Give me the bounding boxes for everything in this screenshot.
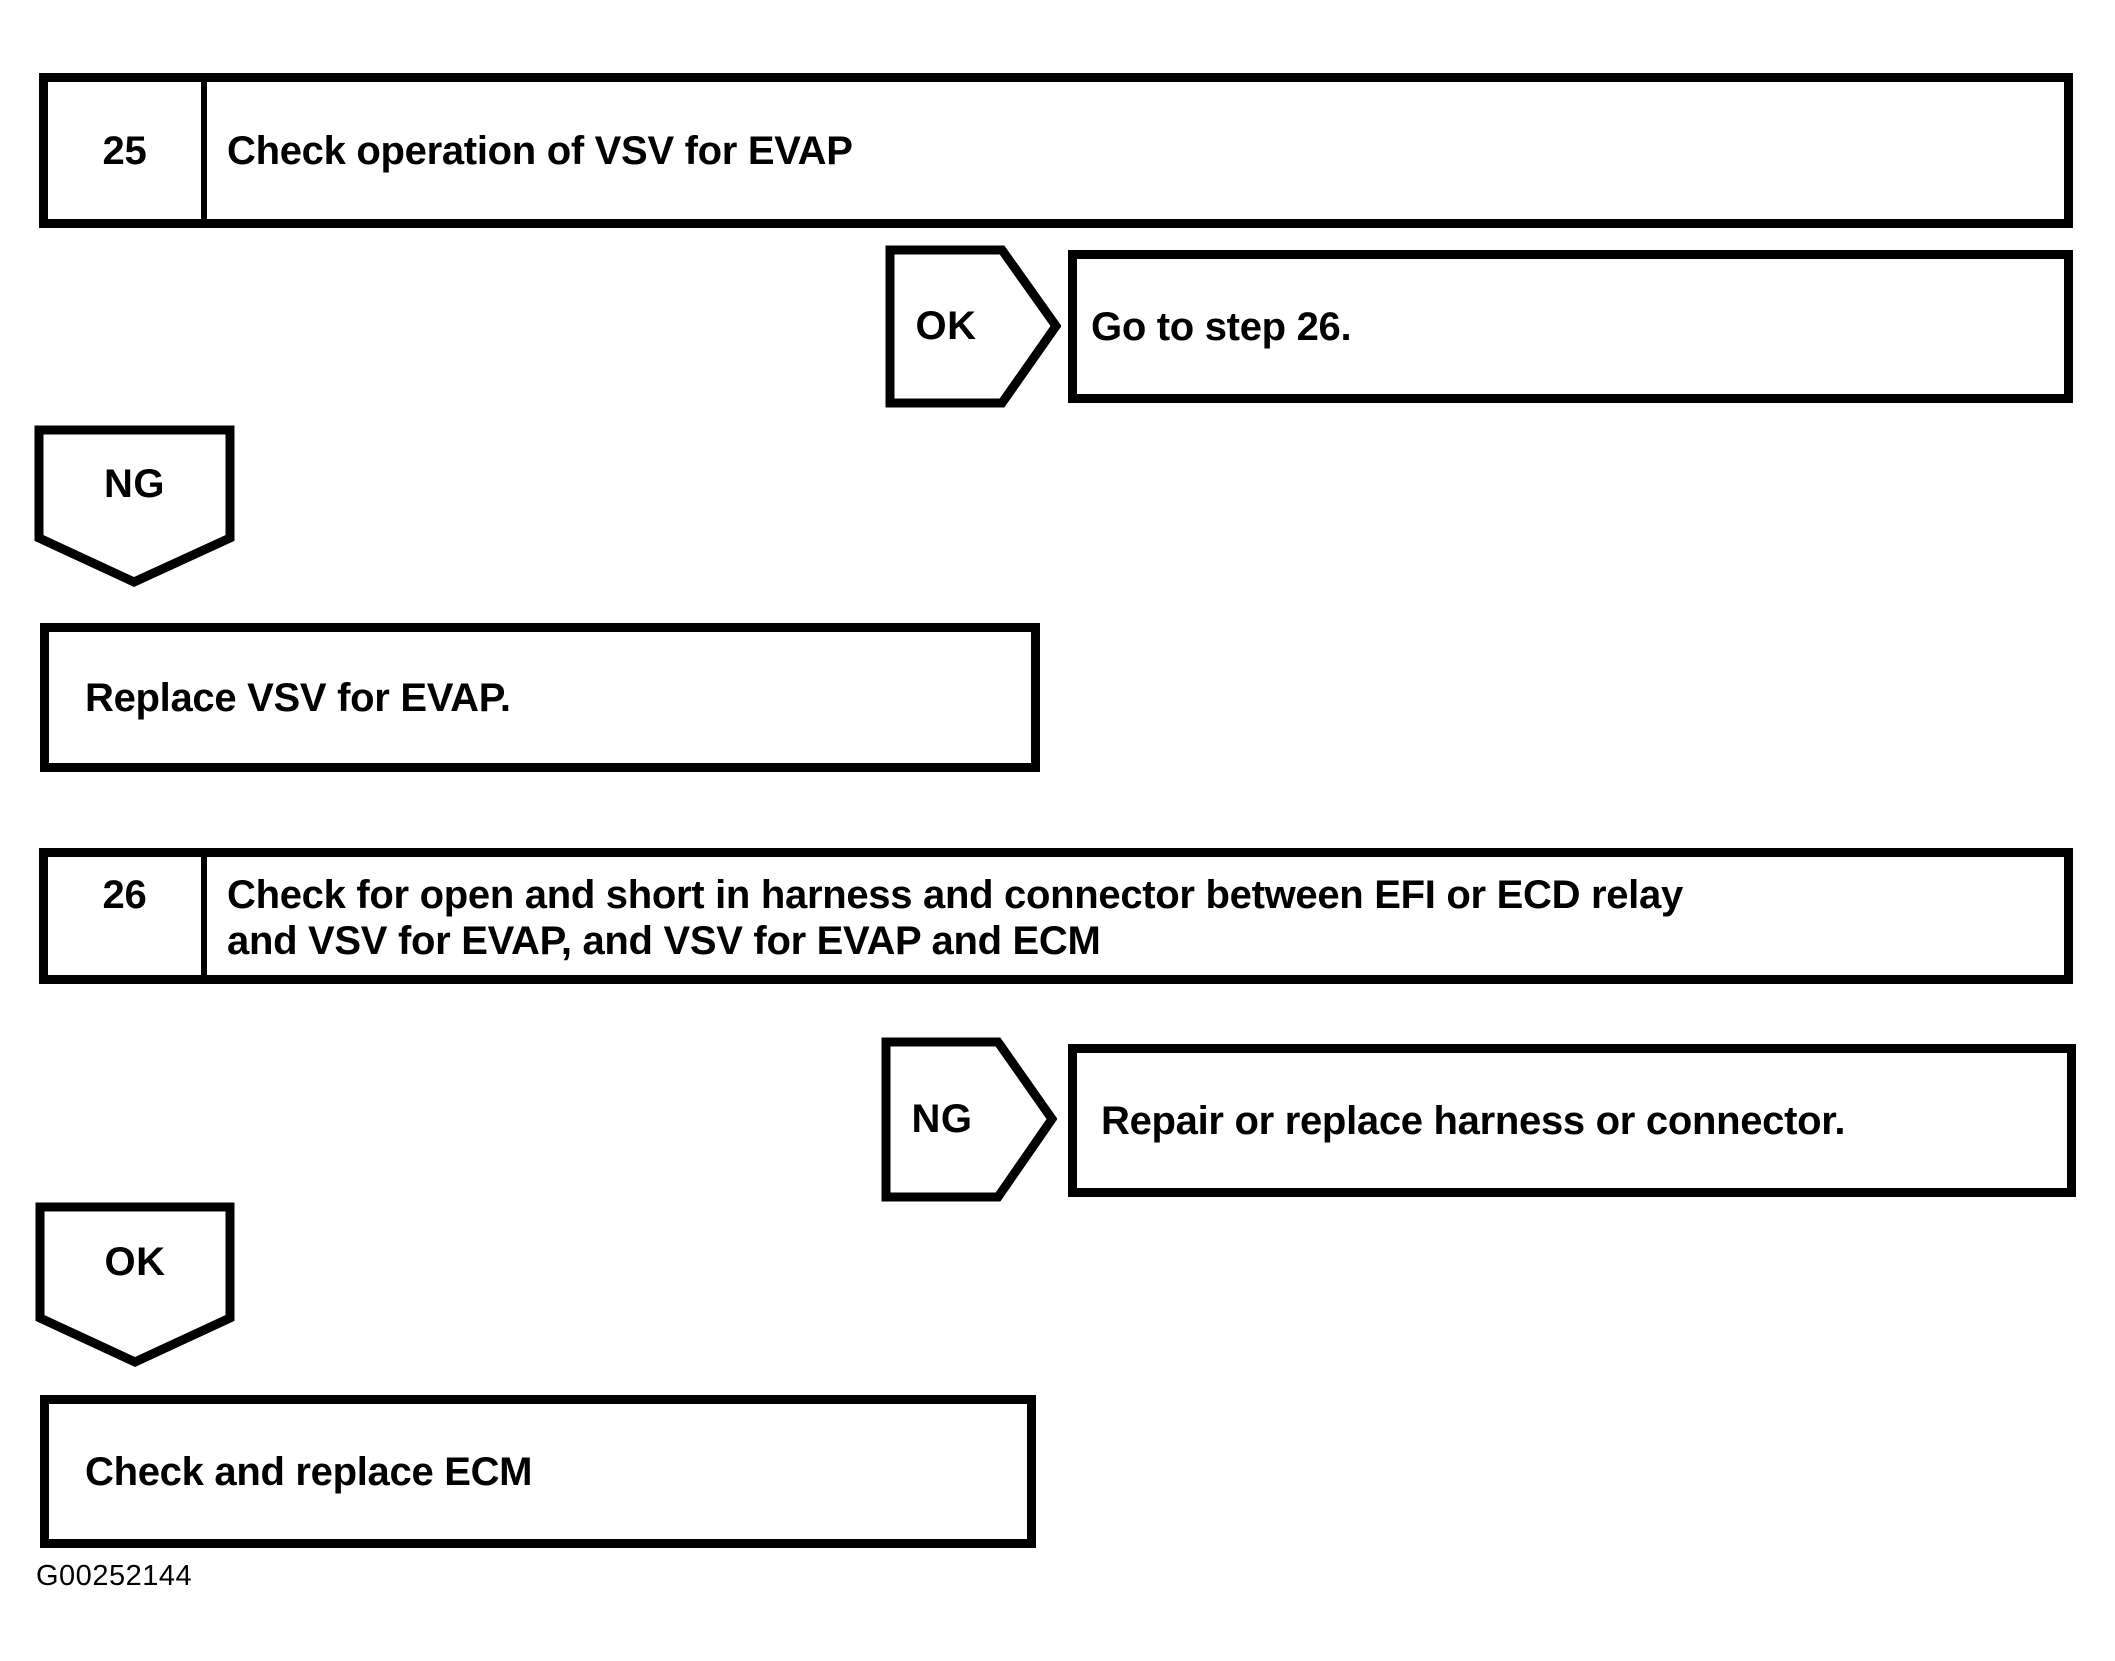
ng-down-label: NG xyxy=(104,461,165,506)
ok-arrow-pentagon-icon xyxy=(885,245,1061,408)
result-box-replace-vsv: Replace VSV for EVAP. xyxy=(40,623,1040,772)
step-26-instruction-line2: and VSV for EVAP, and VSV for EVAP and E… xyxy=(227,919,1101,963)
step-26-number: 26 xyxy=(102,873,147,917)
step-26-number-cell: 26 xyxy=(48,857,207,975)
step-26-instruction-line1: Check for open and short in harness and … xyxy=(227,873,1683,917)
action-repair-harness-text: Repair or replace harness or connector. xyxy=(1101,1098,1846,1143)
action-box-repair-harness: Repair or replace harness or connector. xyxy=(1068,1044,2076,1197)
step-25-instruction: Check operation of VSV for EVAP xyxy=(227,128,853,173)
step-25-instruction-cell: Check operation of VSV for EVAP xyxy=(207,82,2064,219)
ng-arrow-pentagon-icon xyxy=(881,1037,1057,1202)
step-25-box: 25 Check operation of VSV for EVAP xyxy=(39,73,2073,228)
ok-down-label: OK xyxy=(104,1239,166,1284)
figure-id-caption: G00252144 xyxy=(36,1560,193,1592)
ok-down-pentagon-icon xyxy=(35,1202,235,1367)
step-25-number: 25 xyxy=(102,128,147,173)
step-26-box: 26 Check for open and short in harness a… xyxy=(39,848,2073,984)
result-replace-vsv-text: Replace VSV for EVAP. xyxy=(85,675,511,720)
ok-branch-label: OK xyxy=(915,304,977,348)
ok-down-connector xyxy=(35,1202,235,1367)
result-check-ecm-text: Check and replace ECM xyxy=(85,1449,533,1494)
action-box-go-to-step-26: Go to step 26. xyxy=(1068,250,2073,403)
ng-down-connector xyxy=(34,425,235,587)
ng-branch-connector xyxy=(881,1037,1057,1202)
ng-down-pentagon-icon xyxy=(34,425,235,587)
step-25-number-cell: 25 xyxy=(48,82,207,219)
ng-branch-label: NG xyxy=(911,1097,973,1141)
result-box-check-ecm: Check and replace ECM xyxy=(40,1395,1036,1548)
action-go-to-step-26-text: Go to step 26. xyxy=(1091,304,1352,349)
ok-branch-connector xyxy=(885,245,1061,408)
step-26-instruction-cell: Check for open and short in harness and … xyxy=(207,857,2064,975)
